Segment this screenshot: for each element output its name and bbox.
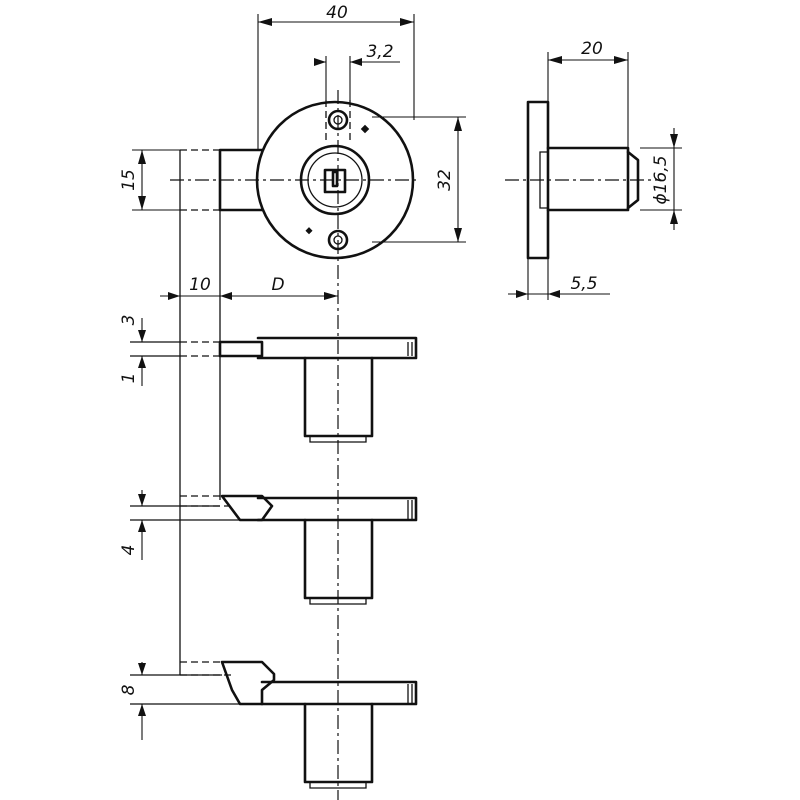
dim-depth-20: 20	[547, 39, 629, 148]
label-3-2: 3,2	[366, 42, 393, 62]
label-8: 8	[119, 684, 139, 695]
dim-flange-5-5: 5,5	[508, 258, 610, 300]
label-40: 40	[326, 3, 348, 23]
label-32: 32	[435, 169, 455, 191]
dim-gap-8: 8	[119, 662, 146, 740]
dim-height-15: 15	[119, 149, 180, 211]
dim-width-40: 40	[257, 3, 415, 150]
label-3: 3	[119, 315, 139, 326]
dim-gap-3-1: 3 1	[119, 315, 146, 386]
dim-slot-3-2: 3,2	[314, 42, 400, 100]
section-view-1	[130, 336, 418, 443]
label-diameter: ϕ16,5	[651, 155, 671, 204]
label-15: 15	[119, 169, 139, 191]
dim-diameter-16-5: ϕ16,5	[640, 128, 682, 230]
section-view-3	[130, 660, 418, 789]
front-view	[170, 90, 420, 800]
dim-gap-4: 4	[119, 490, 146, 560]
dim-offset-10-D: 10 D	[160, 275, 338, 300]
label-10: 10	[189, 275, 211, 295]
label-20: 20	[581, 39, 603, 59]
dim-height-32: 32	[372, 116, 466, 243]
label-5-5: 5,5	[570, 274, 597, 294]
side-view	[505, 100, 660, 260]
label-4: 4	[119, 545, 139, 556]
section-view-2	[130, 494, 418, 605]
label-D: D	[271, 275, 284, 295]
label-1: 1	[119, 373, 139, 384]
